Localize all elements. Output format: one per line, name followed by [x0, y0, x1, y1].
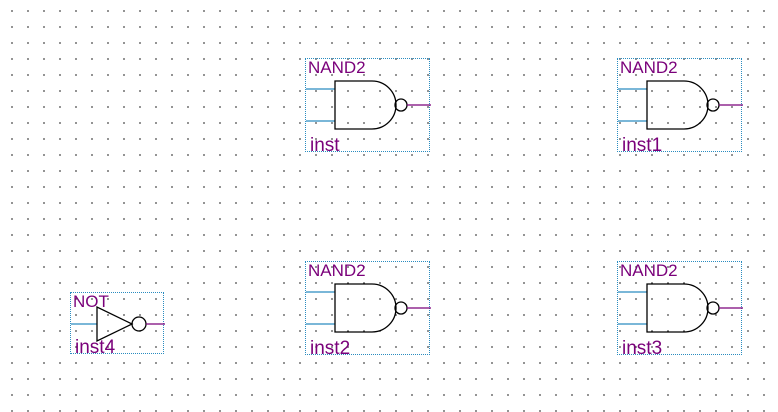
- nand-gate-icon: [618, 283, 743, 333]
- nand-gate-icon: [306, 80, 431, 130]
- symbol-type-label: NAND2: [308, 58, 366, 77]
- symbol-type-label: NAND2: [620, 261, 678, 280]
- nand-gate-icon: [306, 283, 431, 333]
- instance-name-label: inst1: [622, 135, 663, 156]
- nand2-symbol-inst[interactable]: NAND2 inst: [305, 58, 431, 156]
- instance-name-label: inst3: [622, 338, 663, 359]
- symbol-type-label: NAND2: [308, 261, 366, 280]
- not-symbol-inst4[interactable]: NOT inst4: [70, 292, 165, 358]
- nand2-symbol-inst2[interactable]: NAND2 inst2: [305, 261, 431, 359]
- instance-name-label: inst4: [75, 337, 116, 358]
- not-gate-icon: [71, 305, 165, 343]
- instance-name-label: inst: [310, 135, 340, 156]
- symbol-type-label: NOT: [73, 292, 109, 311]
- instance-name-label: inst2: [310, 338, 351, 359]
- symbol-type-label: NAND2: [620, 58, 678, 77]
- nand2-symbol-inst1[interactable]: NAND2 inst1: [617, 58, 743, 156]
- nand-gate-icon: [618, 80, 743, 130]
- nand2-symbol-inst3[interactable]: NAND2 inst3: [617, 261, 743, 359]
